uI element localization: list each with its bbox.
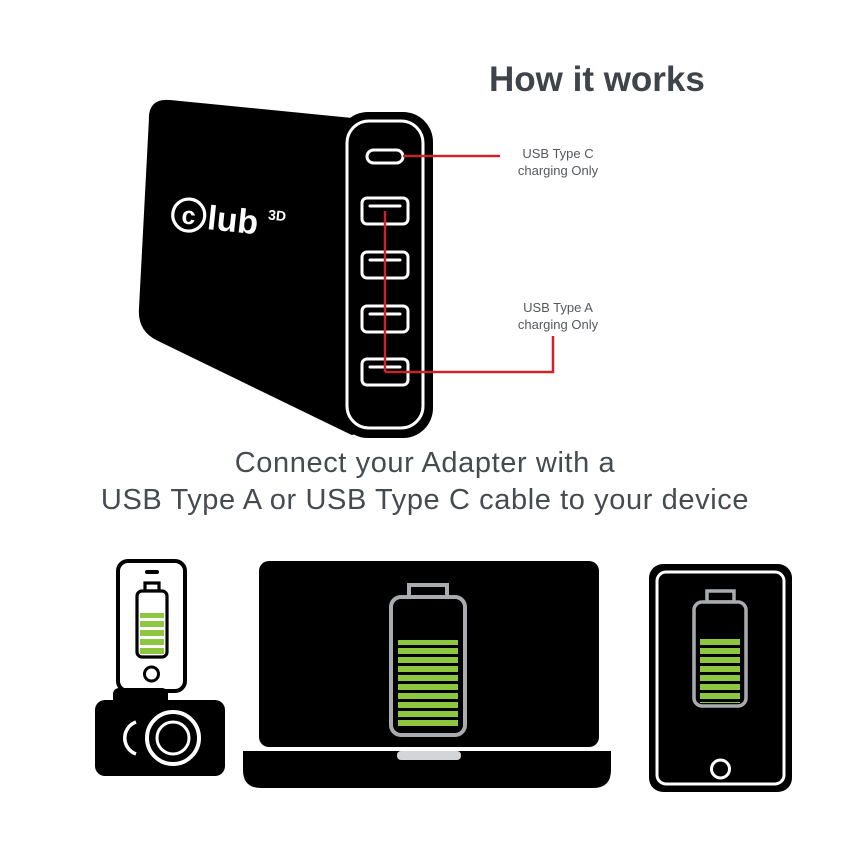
tablet-battery-icon: [692, 589, 748, 708]
tablet-inner-outline: [655, 570, 786, 786]
caption-line1: Connect your Adapter with a: [234, 447, 616, 479]
phone-icon: [116, 559, 187, 693]
caption: Connect your Adapter with a USB Type A o…: [0, 445, 850, 519]
charger-side-face: [138, 99, 354, 435]
usb-a-callout-line2: charging Only: [517, 317, 599, 332]
laptop-hinge-notch: [397, 751, 461, 760]
laptop-battery-icon: [389, 583, 467, 737]
logo-circle: [171, 197, 207, 233]
phone-battery-icon: [135, 581, 169, 659]
usb-c-callout-label: USB Type C charging Only: [492, 145, 624, 179]
laptop-battery-fill: [398, 640, 458, 729]
club3d-logo: c lub 3D: [171, 197, 287, 242]
phone-speaker: [145, 570, 159, 574]
tablet-home-button: [710, 758, 731, 780]
camera-left-arc: [123, 720, 137, 756]
camera-icon: [95, 688, 225, 776]
tablet-icon: [649, 564, 792, 792]
phone-battery-fill: [140, 613, 164, 654]
usb-c-port: [365, 148, 405, 165]
camera-body: [95, 700, 225, 776]
usb-c-callout-line2: charging Only: [517, 163, 599, 178]
logo-letter-c: c: [180, 201, 197, 230]
usb-a-callout-line1: USB Type A: [523, 300, 593, 315]
laptop-icon: [243, 561, 611, 788]
usb-a-callout-label: USB Type A charging Only: [492, 299, 624, 333]
camera-lens-inner: [155, 720, 191, 756]
charger-front-outline: [345, 119, 425, 430]
caption-line2: USB Type A or USB Type C cable to your d…: [100, 484, 750, 516]
usb-c-callout-line1: USB Type C: [522, 146, 594, 161]
logo-word: lub: [206, 199, 261, 242]
tablet-battery-fill: [700, 636, 740, 703]
camera-lens-outer: [145, 710, 201, 766]
logo-superscript: 3D: [267, 206, 286, 224]
charger-device: c lub 3D: [138, 99, 555, 438]
callout-line-usb-a: [385, 336, 555, 374]
laptop-base: [243, 751, 611, 788]
page-title: How it works: [489, 60, 705, 99]
phone-home-button: [143, 665, 160, 683]
